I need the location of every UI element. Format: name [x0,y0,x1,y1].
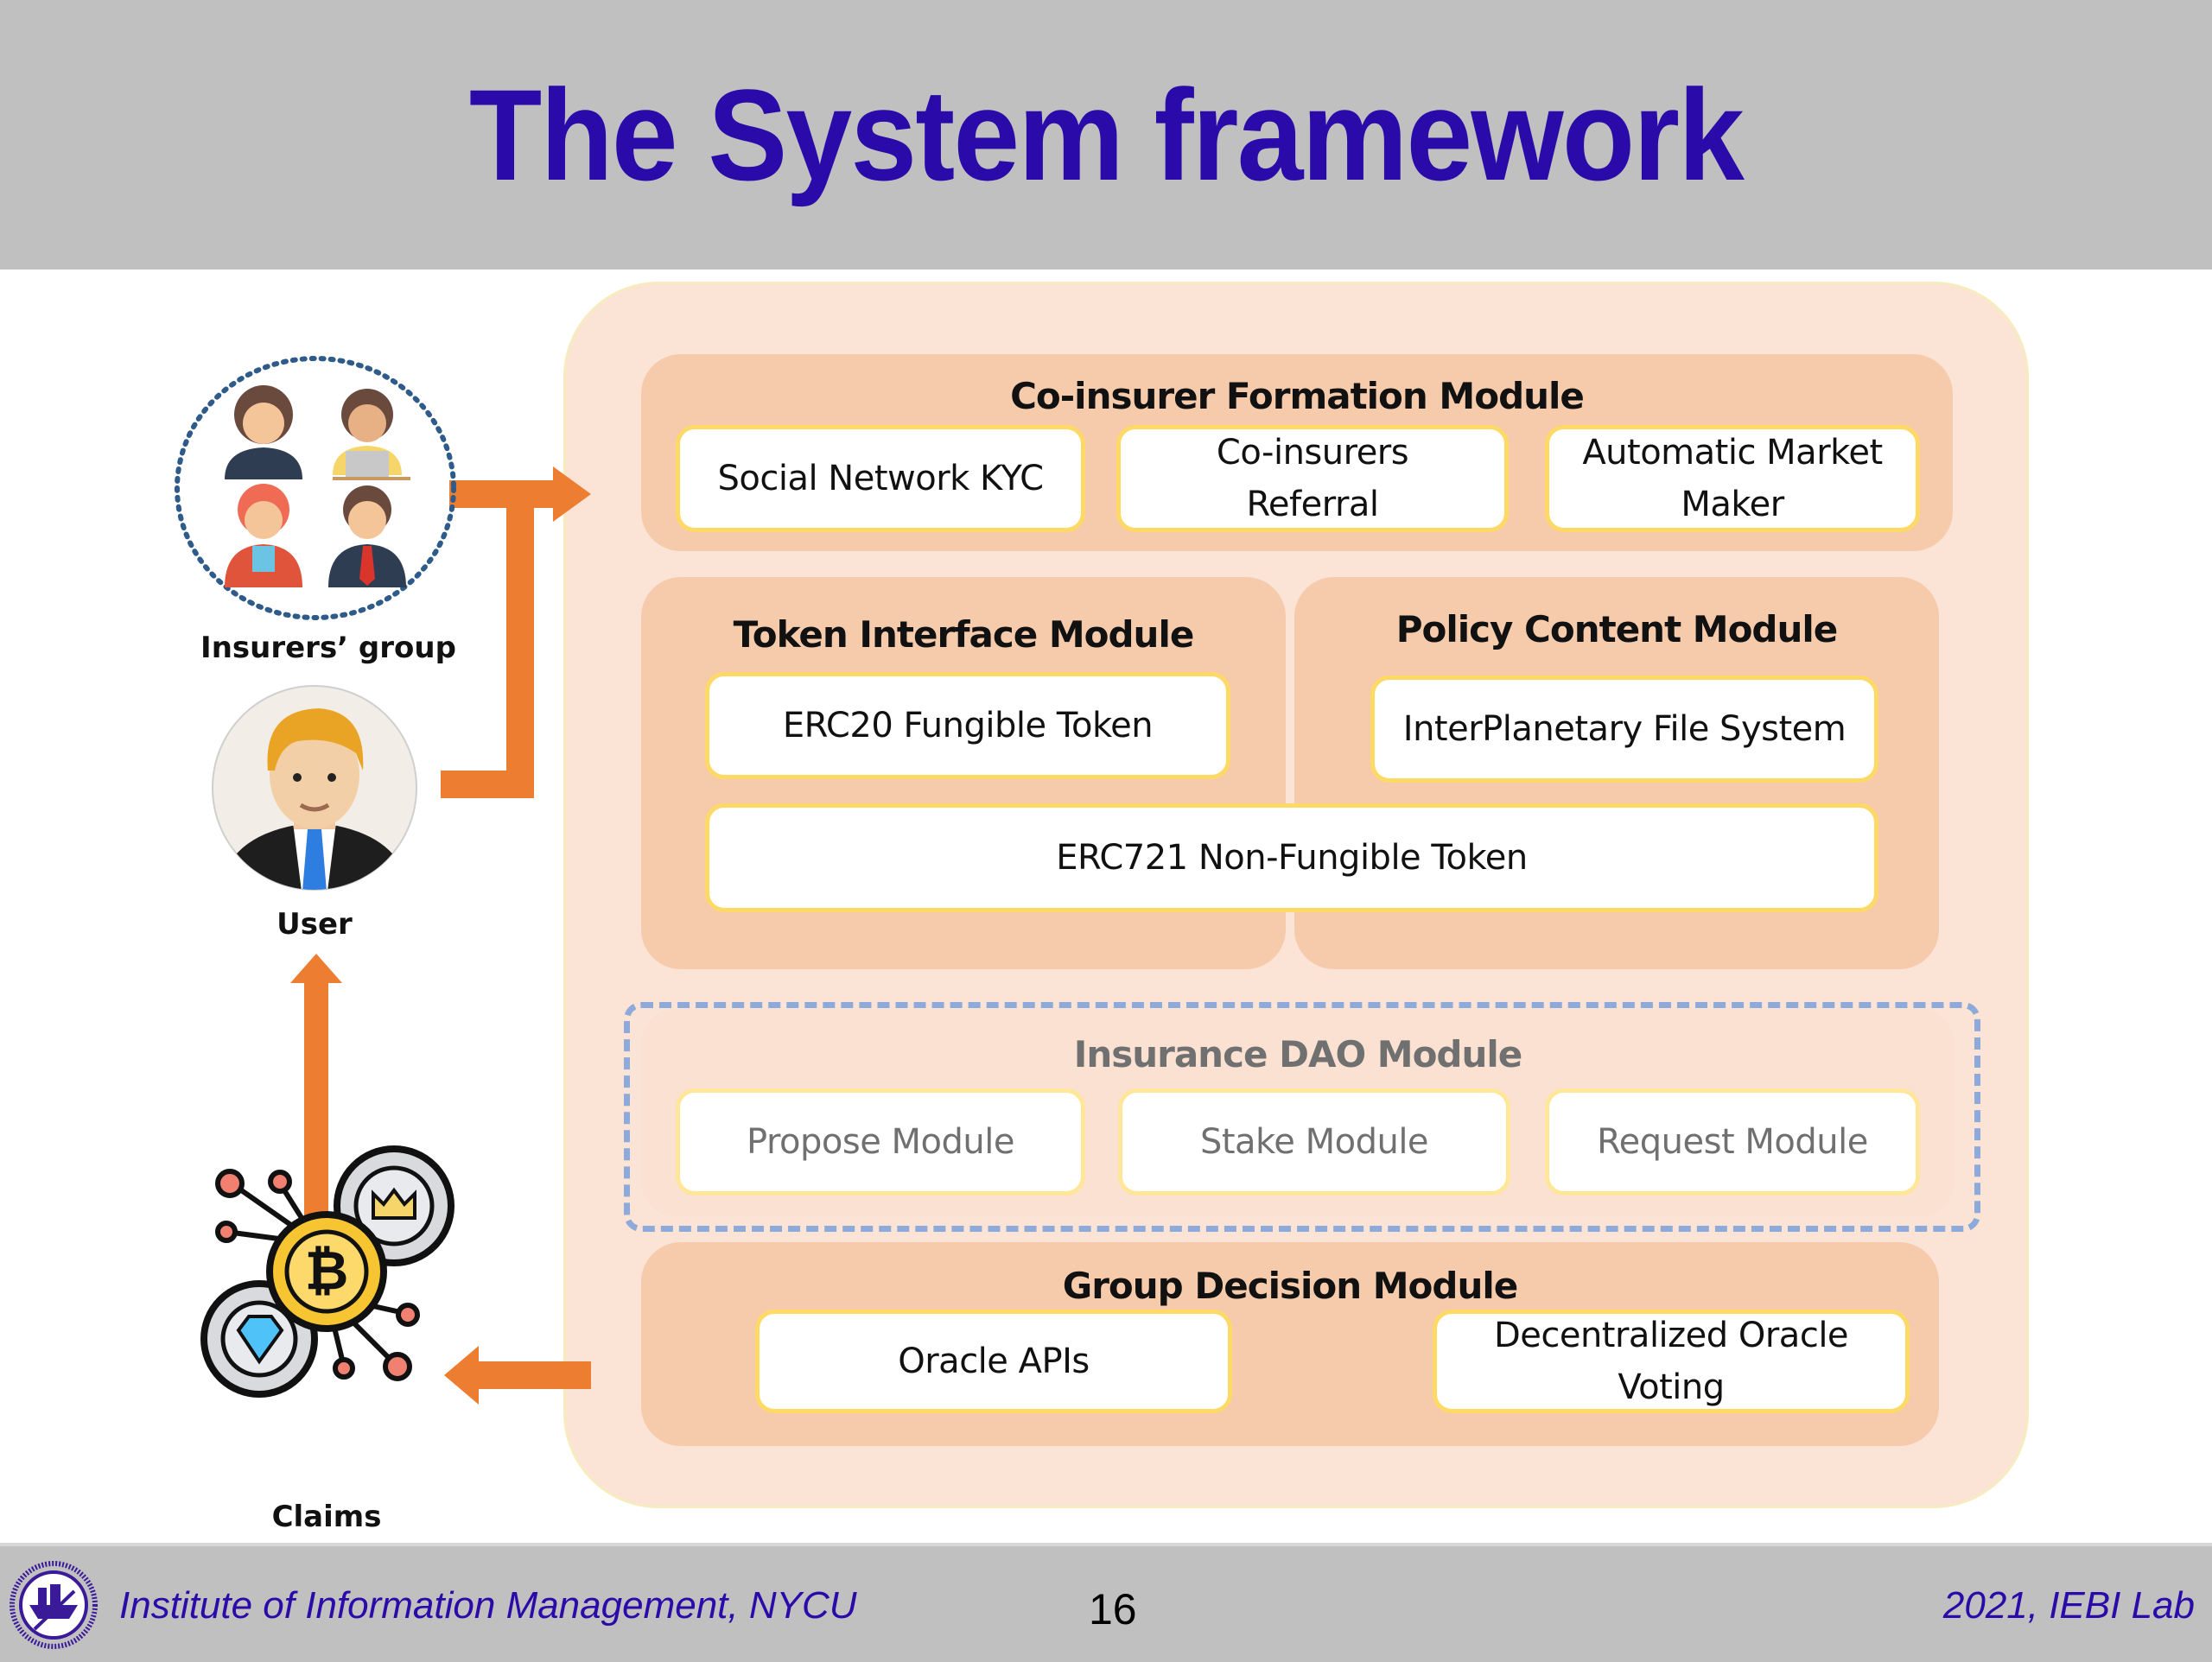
slide-footer: Institute of Information Management, NYC… [0,1543,2212,1662]
propose-module-box: Propose Module [676,1088,1085,1196]
people-group-icon [175,356,456,620]
page-number: 16 [1089,1585,1137,1633]
box-line: Referral [1246,485,1379,524]
ipfs-box: InterPlanetary File System [1370,676,1878,783]
erc721-token-box: ERC721 Non-Fungible Token [705,803,1878,912]
user-label: User [276,907,353,942]
university-seal-icon [10,1561,98,1649]
box-line: Decentralized Oracle [1493,1316,1849,1355]
crypto-coins-icon: ₿ [200,1145,454,1398]
oracle-apis-box: Oracle APIs [755,1310,1232,1413]
request-module-box: Request Module [1545,1088,1920,1196]
svg-text:₿: ₿ [305,1239,349,1302]
footer-institute: Institute of Information Management, NYC… [119,1584,857,1627]
erc20-token-box: ERC20 Fungible Token [705,672,1230,779]
slide-title: The System framework [468,62,1745,207]
module-title: Token Interface Module [733,613,1195,656]
module-title: Co-insurer Formation Module [1010,375,1585,417]
module-title: Group Decision Module [1062,1265,1519,1307]
arrow-user-connector-vertical [506,494,534,798]
stake-module-box: Stake Module [1118,1088,1510,1196]
arrow-claims-to-user [290,954,342,1258]
module-title: Policy Content Module [1395,608,1839,650]
box-line: Maker [1681,485,1784,524]
box-line: Co-insurers [1216,433,1409,473]
businessman-avatar-icon [212,685,417,891]
arrow-user-connector-horizontal [441,771,534,798]
insurers-group-label: Insurers’ group [200,631,456,665]
module-title: Insurance DAO Module [1073,1033,1523,1075]
box-line: Automatic Market [1582,433,1883,473]
box-line: Voting [1618,1367,1725,1407]
social-network-kyc-box: Social Network KYC [676,425,1085,532]
claims-label: Claims [271,1500,382,1534]
footer-lab: 2021, IEBI Lab [1942,1584,2195,1627]
arrow-framework-to-claims [444,1346,591,1405]
dao-dashed-frame [624,1002,1980,1232]
slide-header: The System framework [0,0,2212,270]
